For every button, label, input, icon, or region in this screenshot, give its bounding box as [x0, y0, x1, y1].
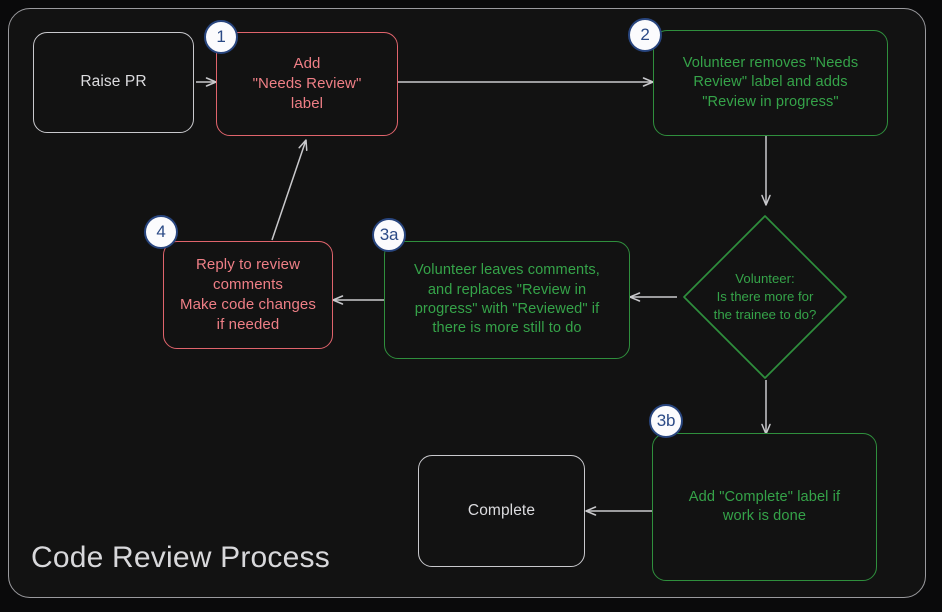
- node-volunteer-leaves-comments-text: Volunteer leaves comments, and replaces …: [414, 262, 600, 337]
- badge-step-3a: 3a: [372, 218, 406, 252]
- node-add-needs-review-text: Add "Needs Review" label: [252, 55, 362, 112]
- node-add-complete-label-text: Add "Complete" label if work is done: [688, 488, 841, 524]
- node-volunteer-removes-label[interactable]: Volunteer removes "Needs Review" label a…: [653, 30, 888, 136]
- badge-step-3b: 3b: [649, 404, 683, 438]
- node-add-complete-label[interactable]: Add "Complete" label if work is done: [652, 433, 877, 581]
- node-raise-pr[interactable]: Raise PR: [33, 32, 194, 133]
- node-complete-label: Complete: [467, 501, 536, 519]
- node-decision-more-work[interactable]: Volunteer: Is there more for the trainee…: [679, 211, 851, 383]
- node-volunteer-leaves-comments[interactable]: Volunteer leaves comments, and replaces …: [384, 241, 630, 359]
- badge-step-2: 2: [628, 18, 662, 52]
- node-reply-to-review[interactable]: Reply to review comments Make code chang…: [163, 241, 333, 349]
- diagram-title: Code Review Process: [31, 541, 330, 574]
- badge-step-1: 1: [204, 20, 238, 54]
- node-decision-more-work-label: Volunteer: Is there more for the trainee…: [713, 270, 817, 323]
- node-reply-to-review-text: Reply to review comments Make code chang…: [180, 256, 316, 333]
- node-complete[interactable]: Complete: [418, 455, 585, 567]
- diamond-shape: [683, 215, 847, 379]
- node-add-needs-review-label[interactable]: Add "Needs Review" label: [216, 32, 398, 136]
- node-volunteer-removes-text: Volunteer removes "Needs Review" label a…: [682, 54, 859, 110]
- node-raise-pr-label: Raise PR: [80, 73, 147, 91]
- badge-step-4: 4: [144, 215, 178, 249]
